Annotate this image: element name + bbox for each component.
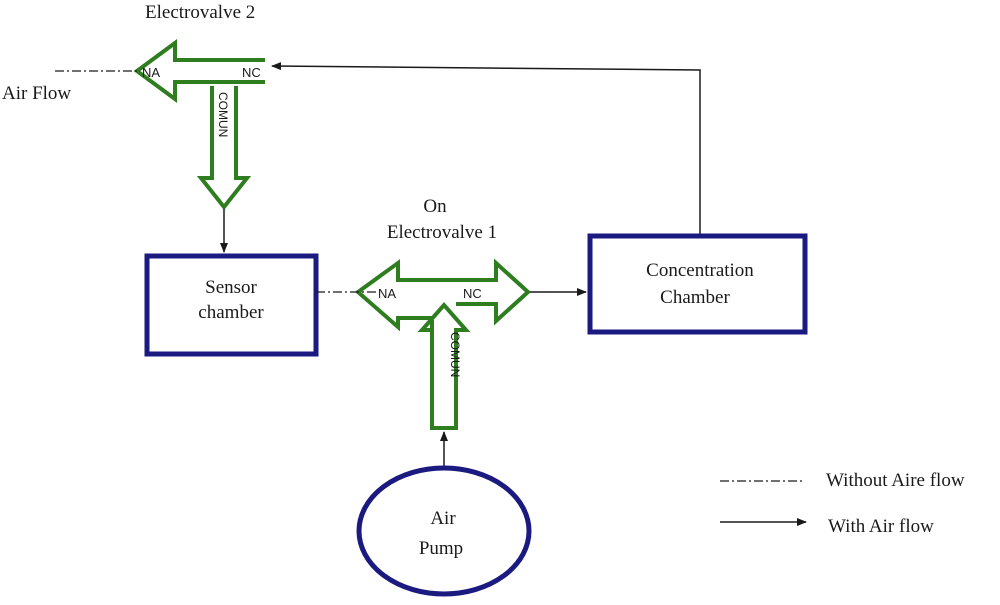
electrovalve1-common-arrow bbox=[417, 301, 471, 430]
electrovalve2-na-label: NA bbox=[142, 65, 160, 80]
legend-with-flow-label: With Air flow bbox=[828, 516, 934, 537]
sensor-chamber-box bbox=[144, 253, 319, 357]
air-pump-ellipse bbox=[356, 465, 532, 597]
concentration-chamber-label-line2: Chamber bbox=[660, 287, 730, 308]
electrovalve2-nc-label: NC bbox=[242, 65, 261, 80]
air-flow-label: Air Flow bbox=[2, 83, 71, 104]
legend-without-flow-label: Without Aire flow bbox=[826, 470, 965, 491]
electrovalve1-nc-label: NC bbox=[463, 286, 482, 301]
sensor-chamber-label-line2: chamber bbox=[198, 302, 264, 323]
electrovalve2-common-arrow bbox=[196, 86, 252, 211]
concentration-to-valve2-line bbox=[271, 62, 701, 235]
electrovalve1-title: Electrovalve 1 bbox=[387, 222, 497, 243]
electrovalve1-na-label: NA bbox=[378, 286, 396, 301]
air-pump-label-line2: Pump bbox=[419, 538, 463, 559]
sensor-chamber-label-line1: Sensor bbox=[205, 277, 257, 298]
electrovalve2-title: Electrovalve 2 bbox=[145, 2, 255, 23]
electrovalve1-common-label: COMUN bbox=[448, 332, 462, 377]
concentration-chamber-label-line1: Concentration bbox=[646, 260, 754, 281]
air-pump-label-line1: Air bbox=[430, 508, 456, 529]
electrovalve1-state: On bbox=[423, 196, 447, 217]
electrovalve1-arrow bbox=[354, 258, 531, 332]
concentration-chamber-box bbox=[587, 233, 808, 335]
electrovalve2-common-label: COMUN bbox=[216, 92, 230, 137]
